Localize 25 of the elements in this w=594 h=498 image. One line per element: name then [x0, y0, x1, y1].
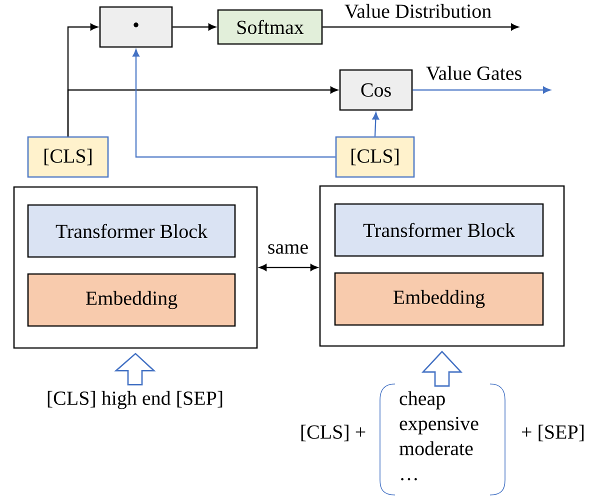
- layer-box: Transformer Block: [27, 204, 236, 258]
- token-label: [CLS] +: [301, 424, 366, 442]
- process-box: Softmax: [217, 9, 323, 45]
- arrow: [372, 112, 380, 136]
- block-arrow: [114, 352, 156, 386]
- layer-box: Embedding: [27, 273, 236, 327]
- process-box: Cos: [339, 69, 413, 111]
- edge-label: Value Gates: [426, 66, 522, 80]
- layer-box: Transformer Block: [334, 203, 544, 257]
- token-box: [CLS]: [27, 136, 109, 178]
- word-list: cheap expensive moderate …: [399, 391, 478, 480]
- arrow: [412, 86, 550, 94]
- arrow: [172, 24, 216, 30]
- arrow: [322, 24, 518, 30]
- input-text: [CLS] high end [SEP]: [48, 390, 222, 410]
- edge-label: same: [268, 244, 308, 254]
- token-label: + [SEP]: [522, 424, 584, 442]
- token-box: [CLS]: [335, 136, 415, 178]
- arrow: [67, 86, 338, 136]
- layer-box: Embedding: [334, 272, 544, 326]
- operator-box: •: [99, 6, 173, 48]
- block-arrow: [421, 350, 463, 387]
- edge-label: Value Distribution: [344, 4, 492, 18]
- arrow: [132, 49, 336, 158]
- arrow: [259, 264, 318, 271]
